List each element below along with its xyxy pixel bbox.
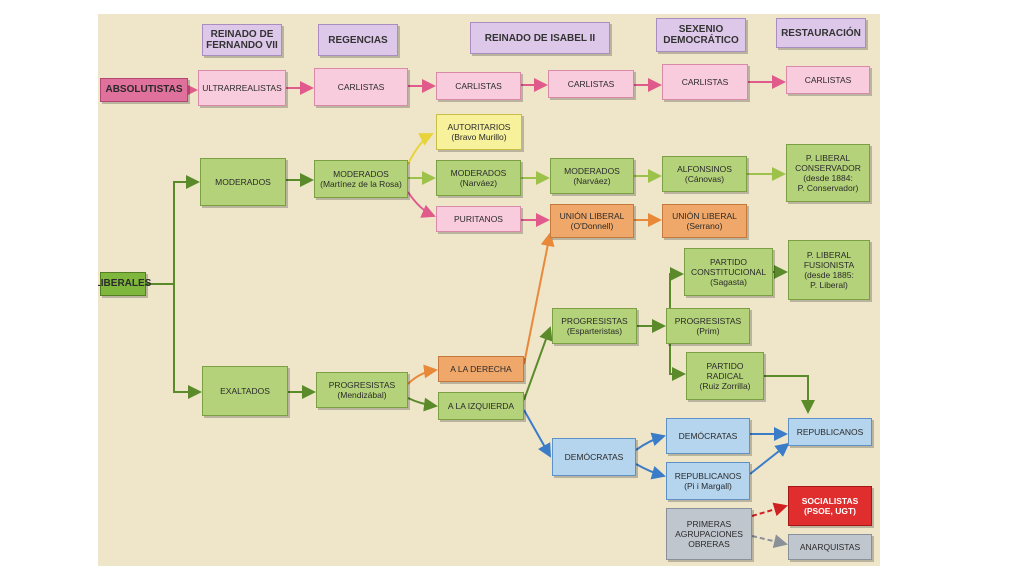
node-pliberal-fusionista: P. LIBERAL FUSIONISTA (desde 1885: P. Li… <box>788 240 870 300</box>
header-restauracion: RESTAURACIÓN <box>776 18 866 48</box>
line-liberales-exaltados <box>173 284 202 399</box>
arrow-pi-republicanos <box>749 442 790 475</box>
political-parties-diagram: REINADO DE FERNANDO VII REGENCIAS REINAD… <box>98 14 880 566</box>
line-radical-republicanos <box>764 375 815 414</box>
node-partido-constitucional: PARTIDO CONSTITUCIONAL (Sagasta) <box>684 248 773 296</box>
node-a-la-izquierda: A LA IZQUIERDA <box>438 392 524 420</box>
node-union-liberal-serrano: UNIÓN LIBERAL (Serrano) <box>662 204 747 238</box>
line-to-democratas-2 <box>635 432 666 451</box>
connector-lines <box>146 75 815 549</box>
line-to-a-la-derecha <box>407 364 438 385</box>
node-absolutistas: ABSOLUTISTAS <box>100 78 188 102</box>
node-democratas-2: DEMÓCRATAS <box>666 418 750 454</box>
node-carlistas-regencias: CARLISTAS <box>314 68 408 106</box>
node-puritanos: PURITANOS <box>436 206 521 232</box>
node-exaltados: EXALTADOS <box>202 366 288 416</box>
node-socialistas: SOCIALISTAS (PSOE, UGT) <box>788 486 872 526</box>
node-carlistas-isabel: CARLISTAS <box>436 72 521 100</box>
node-union-liberal-odonnell: UNIÓN LIBERAL (O'Donnell) <box>550 204 634 238</box>
node-primeras-agrupaciones-obreras: PRIMERAS AGRUPACIONES OBRERAS <box>666 508 752 560</box>
node-alfonsinos: ALFONSINOS (Cánovas) <box>662 156 747 192</box>
line-derecha-union <box>523 232 555 365</box>
line-to-autoritarios <box>407 133 434 165</box>
node-moderados-narvaez-1: MODERADOS (Narváez) <box>436 160 521 196</box>
dashed-arrow-to-anarquistas <box>751 534 788 549</box>
node-republicanos-pi: REPUBLICANOS (Pi i Margall) <box>666 462 750 500</box>
node-ultrarrealistas: ULTRARREALISTAS <box>198 70 286 106</box>
line-to-republicanos-pi <box>635 463 666 480</box>
node-anarquistas: ANARQUISTAS <box>788 534 872 560</box>
line-to-puritanos <box>407 191 436 218</box>
node-carlistas-isabel-late: CARLISTAS <box>548 70 634 98</box>
node-liberales: LIBERALES <box>98 272 151 296</box>
line-izquierda-progresistas <box>523 326 553 401</box>
node-autoritarios: AUTORITARIOS (Bravo Murillo) <box>436 114 522 150</box>
header-sexenio: SEXENIO DEMOCRÁTICO <box>656 18 746 52</box>
node-progresistas-mendizabal: PROGRESISTAS (Mendizábal) <box>316 372 408 408</box>
line-izquierda-democratas <box>523 409 551 458</box>
node-carlistas-restauracion: CARLISTAS <box>786 66 870 94</box>
dashed-arrow-to-socialistas <box>751 502 788 517</box>
header-regencias: REGENCIAS <box>318 24 398 56</box>
node-progresistas-esparteristas: PROGRESISTAS (Esparteristas) <box>552 308 637 344</box>
node-moderados-martinez: MODERADOS (Martínez de la Rosa) <box>314 160 408 198</box>
node-carlistas-sexenio: CARLISTAS <box>662 64 748 100</box>
line-to-a-la-izquierda <box>407 397 438 412</box>
header-isabel-ii: REINADO DE ISABEL II <box>470 22 610 54</box>
node-republicanos: REPUBLICANOS <box>788 418 872 446</box>
node-partido-radical: PARTIDO RADICAL (Ruiz Zorrilla) <box>686 352 764 400</box>
line-liberales-moderados <box>146 175 200 285</box>
node-moderados-narvaez-2: MODERADOS (Narváez) <box>550 158 634 194</box>
node-democratas-1: DEMÓCRATAS <box>552 438 636 476</box>
line-prim-constitucional <box>669 267 684 314</box>
node-progresistas-prim: PROGRESISTAS (Prim) <box>666 308 750 344</box>
node-moderados: MODERADOS <box>200 158 286 206</box>
line-prim-radical <box>669 338 686 381</box>
node-a-la-derecha: A LA DERECHA <box>438 356 524 382</box>
node-pliberal-conservador: P. LIBERAL CONSERVADOR (desde 1884: P. C… <box>786 144 870 202</box>
header-fernando-vii: REINADO DE FERNANDO VII <box>202 24 282 56</box>
